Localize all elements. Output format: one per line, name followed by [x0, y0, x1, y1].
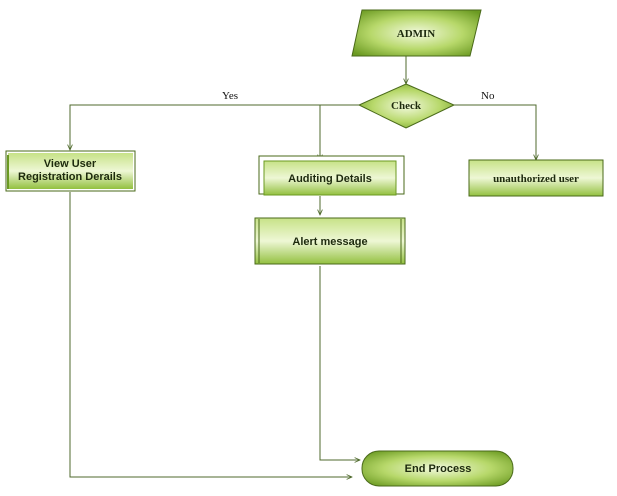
node-end-label: End Process [405, 463, 472, 475]
node-view-user-label-line1: View User [44, 158, 97, 170]
connectors [70, 56, 536, 477]
node-view-user-registration: View User Registration Derails [5, 150, 136, 192]
node-view-user-label-line2: Registration Derails [18, 171, 122, 183]
connector-view-user-to-end [69, 192, 352, 477]
node-end-process: End Process [361, 450, 514, 487]
node-unauthorized-label: unauthorized user [493, 173, 579, 185]
node-auditing-details: Auditing Details [258, 155, 405, 196]
connector-alert-to-end [319, 266, 360, 460]
connector-check-no-to-unauthorized [454, 104, 536, 160]
node-unauthorized-user: unauthorized user [468, 159, 604, 197]
node-alert-message: Alert message [254, 217, 406, 265]
node-alert-label: Alert message [292, 236, 367, 248]
connector-check-yes-to-view-user [70, 104, 359, 150]
edge-label-no: No [481, 90, 495, 102]
node-admin: ADMIN [351, 9, 482, 57]
node-admin-label: ADMIN [397, 28, 436, 40]
node-check-decision: Check [357, 83, 456, 129]
node-auditing-label: Auditing Details [288, 173, 372, 185]
edge-label-yes: Yes [222, 90, 238, 102]
node-check-label: Check [391, 100, 422, 112]
